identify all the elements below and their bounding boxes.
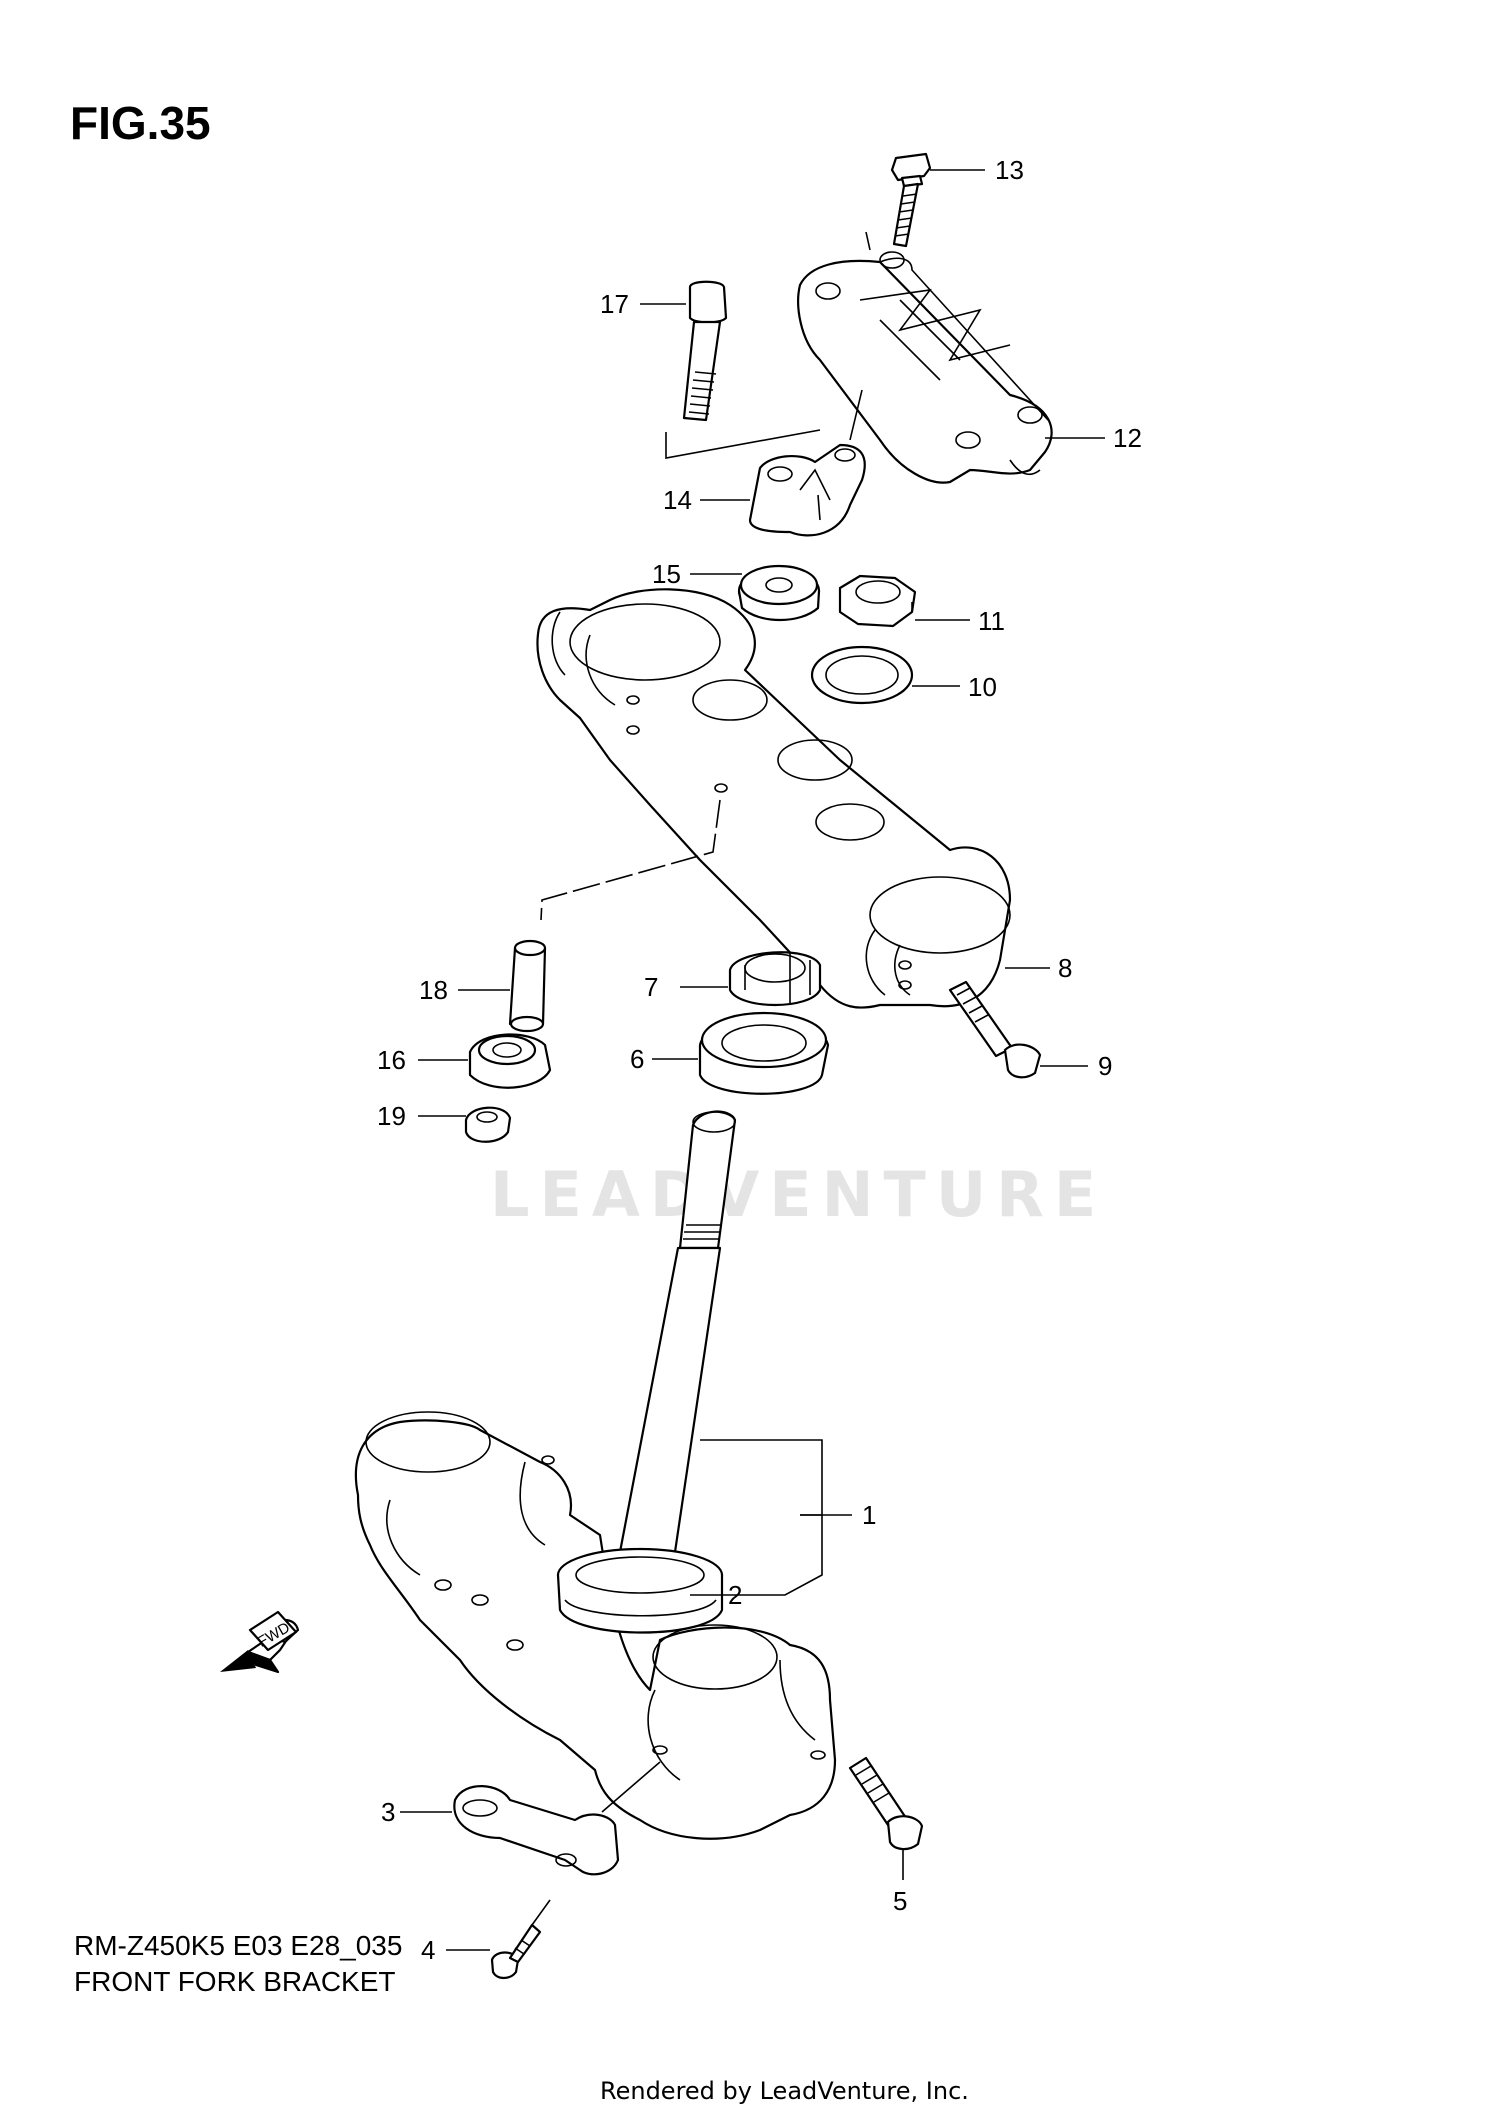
callout-18: 18 [419, 975, 448, 1005]
part-4-screw[interactable] [490, 1923, 542, 1980]
part-18-collar[interactable] [508, 939, 547, 1033]
watermark: LEADVENTURE [490, 1158, 1107, 1231]
part-10-washer[interactable] [810, 645, 914, 705]
part-5-bolt[interactable] [848, 1756, 924, 1851]
part-7-lock-nut[interactable] [728, 951, 822, 1006]
fwd-arrow-icon: FWD [246, 1610, 300, 1674]
callout-9: 9 [1098, 1051, 1112, 1081]
part-16-damper[interactable] [468, 1033, 552, 1089]
callout-5: 5 [893, 1886, 907, 1916]
callout-14: 14 [663, 485, 692, 515]
part-3-hose-guide[interactable] [453, 1785, 620, 1876]
fwd-arrowhead-icon [220, 1650, 256, 1672]
callout-17: 17 [600, 289, 629, 319]
callout-2: 2 [728, 1580, 742, 1610]
part-19-nut[interactable] [464, 1106, 512, 1143]
part-9-bolt[interactable] [948, 980, 1042, 1079]
figure-name: FRONT FORK BRACKET [74, 1966, 396, 1997]
callout-16: 16 [377, 1045, 406, 1075]
callout-10: 10 [968, 672, 997, 702]
part-14-lower-holder[interactable] [748, 443, 866, 537]
callout-12: 12 [1113, 423, 1142, 453]
callout-6: 6 [630, 1044, 644, 1074]
part-15-grommet[interactable] [737, 564, 821, 622]
part-2-bearing[interactable] [564, 1599, 717, 1617]
figure-title: FIG.35 [70, 97, 211, 149]
callout-11: 11 [978, 606, 1005, 636]
callout-1: 1 [862, 1500, 876, 1530]
callout-13: 13 [995, 155, 1024, 185]
callout-15: 15 [652, 559, 681, 589]
callout-7: 7 [644, 972, 658, 1002]
callout-8: 8 [1058, 953, 1072, 983]
callout-4: 4 [421, 1935, 435, 1965]
model-code: RM-Z450K5 E03 E28_035 [74, 1930, 403, 1961]
part-6-bearing[interactable] [698, 1011, 830, 1095]
part-11-stem-nut[interactable] [838, 574, 917, 628]
part-17-bolt[interactable] [682, 280, 728, 422]
callout-19: 19 [377, 1101, 406, 1131]
part-1-steering-stem[interactable] [354, 1110, 837, 1840]
callout-3: 3 [381, 1797, 395, 1827]
part-13-bolt[interactable] [890, 152, 932, 248]
render-credit: Rendered by LeadVenture, Inc. [600, 2077, 969, 2105]
part-12-handlebar-holder[interactable] [797, 251, 1053, 484]
part-8-upper-bracket[interactable] [536, 588, 1012, 1009]
